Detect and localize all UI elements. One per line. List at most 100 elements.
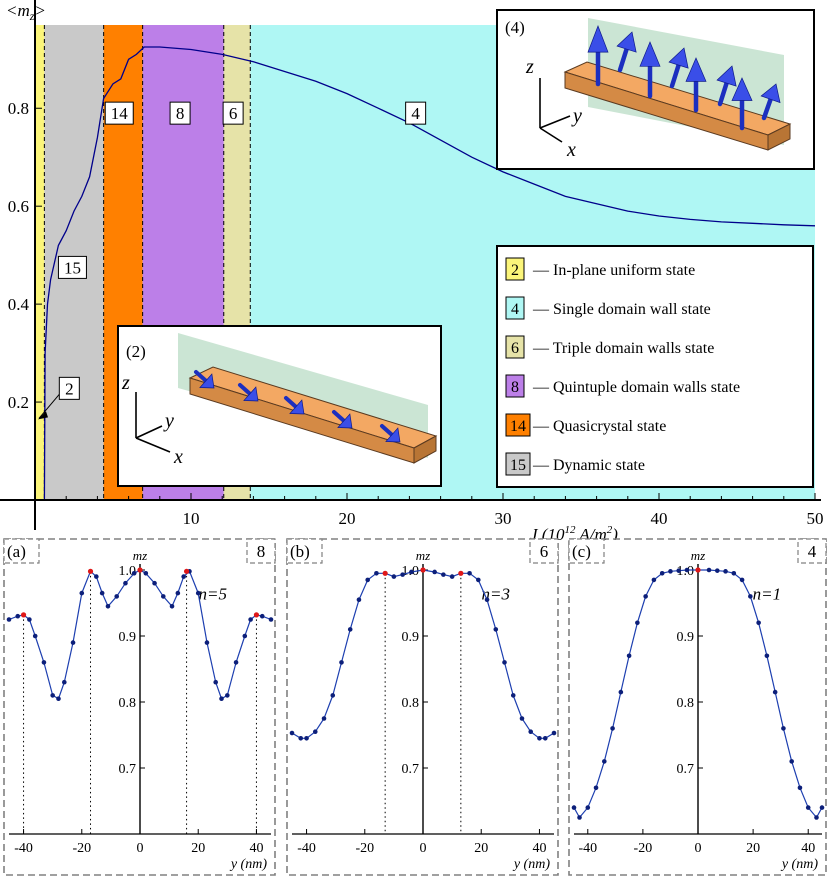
arrow-shaft bbox=[237, 382, 252, 396]
main-x-tick-label: 40 bbox=[651, 509, 668, 528]
subplot-data-point bbox=[476, 577, 481, 583]
subplot-data-point bbox=[551, 730, 557, 736]
inset-2-in-plane-uniform: (2) z y x bbox=[117, 325, 442, 487]
arrow-head bbox=[199, 373, 215, 389]
subplot-data-point bbox=[493, 627, 499, 632]
subplot-data-point bbox=[739, 577, 745, 583]
subplot-x-label: y (nm) bbox=[229, 857, 267, 872]
subplot-y-label: mz bbox=[691, 548, 705, 563]
subplot-data-point bbox=[195, 590, 201, 596]
subplot-data-point bbox=[602, 759, 607, 764]
subplot-x-tick-label: -40 bbox=[14, 841, 33, 856]
inset-2-axis-y: y bbox=[163, 410, 174, 432]
subplot-annotation: n=5 bbox=[199, 585, 227, 604]
subplot-data-point bbox=[528, 729, 534, 734]
arrow-shaft bbox=[331, 409, 346, 423]
arrow-head bbox=[668, 47, 689, 69]
region-tag-label: 15 bbox=[64, 258, 81, 277]
region-tag-label: 2 bbox=[65, 379, 74, 398]
subplot-peak-point bbox=[20, 612, 27, 618]
subplot-data-point bbox=[56, 696, 61, 701]
subplot-data-point bbox=[764, 653, 770, 659]
subplot-y-label: mz bbox=[133, 548, 147, 563]
subplot-data-point bbox=[542, 736, 548, 741]
region-tag-arrowhead bbox=[38, 411, 48, 420]
main-y-tick-label: 0.8 bbox=[8, 99, 29, 118]
subplot-data-point bbox=[213, 679, 218, 685]
region-tag-box bbox=[58, 376, 80, 400]
subplot-x-tick-label: -40 bbox=[578, 841, 597, 856]
legend-swatch-4 bbox=[505, 296, 525, 320]
subplot-frame bbox=[286, 538, 559, 876]
subplot-data-point bbox=[242, 633, 248, 639]
subplot-data-point bbox=[618, 689, 624, 695]
inset-4-label: (4) bbox=[505, 18, 525, 37]
legend-label: — Quasicrystal state bbox=[532, 418, 666, 435]
arrow-shaft bbox=[379, 423, 394, 437]
subplot-frame bbox=[568, 538, 827, 876]
subplot-data-point bbox=[635, 620, 640, 626]
subplot-data-point bbox=[41, 660, 47, 665]
main-x-tick-label: 20 bbox=[339, 509, 356, 528]
legend-tag: 6 bbox=[511, 340, 519, 357]
inset-4-axis-x: x bbox=[566, 139, 576, 161]
subplot-data-point bbox=[819, 805, 825, 810]
panel-tag: 8 bbox=[257, 542, 266, 561]
subplot-data-point bbox=[391, 574, 397, 579]
legend-tag: 8 bbox=[511, 379, 519, 396]
subplot-x-tick-label: 0 bbox=[695, 841, 702, 856]
subplot-x-tick-label: 40 bbox=[249, 841, 263, 856]
subplot-data-point bbox=[15, 613, 21, 619]
subplot-data-point bbox=[160, 594, 166, 599]
subplot-x-tick-label: 20 bbox=[191, 841, 205, 856]
panel-tag-box bbox=[797, 538, 827, 564]
main-x-tick-label: 30 bbox=[495, 509, 512, 528]
subplot-x-tick-label: -40 bbox=[297, 841, 316, 856]
inset-2-axis-z: z bbox=[121, 372, 130, 394]
subplot-y-tick-label: 0.8 bbox=[402, 696, 420, 711]
subplot-data-point bbox=[797, 785, 803, 791]
inset-2-arrows bbox=[193, 369, 401, 443]
region-tag-box bbox=[104, 101, 134, 125]
subplot-data-point bbox=[610, 726, 615, 731]
arrow-head bbox=[639, 41, 661, 67]
legend-swatch-2 bbox=[505, 257, 525, 281]
subplot-data-point bbox=[723, 569, 728, 574]
subplot-data-point bbox=[676, 568, 682, 573]
subplot-peak-point bbox=[137, 567, 143, 573]
subplot-data-point bbox=[175, 590, 181, 596]
subplot-data-point bbox=[298, 736, 304, 741]
panel-tag: 4 bbox=[808, 542, 817, 561]
main-x-tick-label: 50 bbox=[807, 509, 824, 528]
subplot-data-point bbox=[756, 620, 761, 626]
panel-tag-box bbox=[246, 538, 276, 564]
legend-label: — Quintuple domain walls state bbox=[532, 379, 740, 396]
region-tag-box bbox=[169, 101, 191, 125]
subplot-data-point bbox=[225, 693, 230, 698]
subplot-x-tick-label: 0 bbox=[137, 841, 144, 856]
subplot-data-point bbox=[731, 571, 737, 576]
subplot-y-tick-label: 0.9 bbox=[119, 630, 137, 645]
subplot-y-label: mz bbox=[416, 548, 430, 563]
legend-swatch-6 bbox=[505, 335, 525, 359]
subplot-x-tick-label: 20 bbox=[746, 841, 760, 856]
subplot-data-point bbox=[510, 693, 516, 698]
arrow-shaft bbox=[761, 97, 773, 121]
inset-4-axis-triad: z y x bbox=[525, 56, 582, 161]
subplot-data-point bbox=[365, 577, 370, 583]
subplot-data-point bbox=[484, 597, 490, 602]
inset-4-arrows bbox=[587, 25, 781, 131]
main-y-tick-label: 0.2 bbox=[8, 393, 29, 412]
subplot-y-tick-label: 0.9 bbox=[402, 630, 420, 645]
subplot-data-point bbox=[289, 730, 295, 736]
region-tag-box bbox=[222, 101, 244, 125]
arrow-shaft bbox=[717, 80, 729, 107]
subplot-data-point bbox=[400, 572, 405, 577]
subplot-y-tick-label: 0.8 bbox=[677, 696, 695, 711]
